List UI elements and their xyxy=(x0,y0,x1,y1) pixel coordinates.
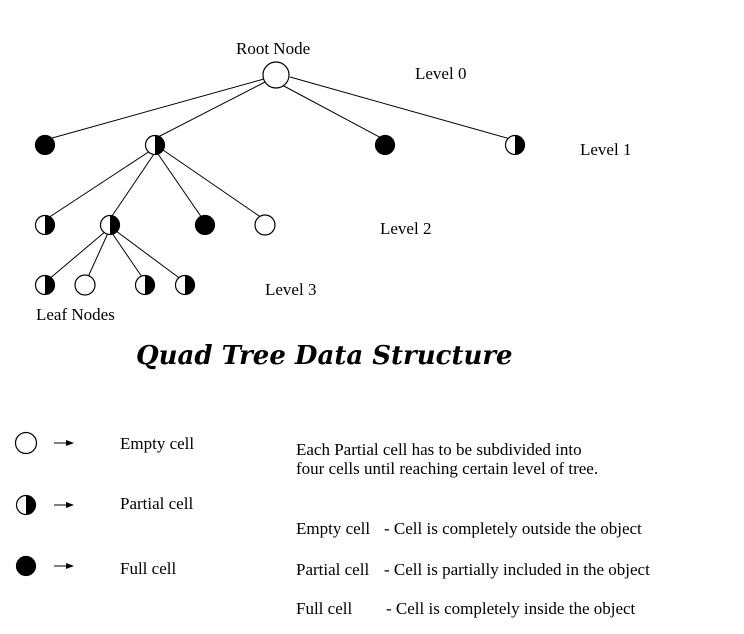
legend-full-label: Full cell xyxy=(120,559,176,578)
note-empty-term: Empty cell xyxy=(296,519,370,538)
legend-arrow-icon xyxy=(54,440,74,446)
edge-root-l1a xyxy=(44,78,265,141)
level2-node-partial-cell xyxy=(34,214,56,236)
legend-full-cell-icon xyxy=(15,555,37,577)
edge-l2-l3d xyxy=(115,230,183,281)
level2-node-full-cell xyxy=(194,214,216,236)
note-line-1: Each Partial cell has to be subdivided i… xyxy=(296,440,582,459)
note-line-2: four cells until reaching certain level … xyxy=(296,459,598,478)
note-empty-desc: - Cell is completely outside the object xyxy=(384,519,642,538)
edge-l1-l2c xyxy=(157,153,203,219)
legend: Empty cell Partial cell Full cell xyxy=(14,431,194,578)
note-full-term: Full cell xyxy=(296,599,352,618)
edge-l1-l2a xyxy=(47,150,151,219)
legend-partial-label: Partial cell xyxy=(120,494,193,513)
level2-node-empty-cell xyxy=(254,214,276,236)
note-full-desc: - Cell is completely inside the object xyxy=(386,599,636,618)
legend-empty-cell-icon xyxy=(14,431,38,455)
edge-l2-l3c xyxy=(111,232,143,278)
legend-empty-label: Empty cell xyxy=(120,434,194,453)
level-3-label: Level 3 xyxy=(265,280,316,299)
level3-node-partial-cell xyxy=(34,274,56,296)
diagram-title: Quad Tree Data Structure xyxy=(136,341,513,371)
note-partial-desc: - Cell is partially included in the obje… xyxy=(384,560,650,579)
level-1-label: Level 1 xyxy=(580,140,631,159)
level1-node-partial-cell-2 xyxy=(504,134,526,156)
edge-l2-l3b xyxy=(87,232,109,278)
level-0-label: Level 0 xyxy=(415,64,466,83)
level3-node-empty-cell xyxy=(74,274,96,296)
level3-node-partial-cell-2 xyxy=(134,274,156,296)
level-2-label: Level 2 xyxy=(380,219,431,238)
level1-node-full-cell xyxy=(34,134,56,156)
notes: Each Partial cell has to be subdivided i… xyxy=(296,440,650,618)
edge-l1-l2d xyxy=(162,149,263,219)
edge-root-l1b xyxy=(157,81,266,138)
legend-partial-cell-icon xyxy=(15,494,37,516)
level1-node-full-cell-2 xyxy=(374,134,396,156)
root-node-empty-cell xyxy=(262,61,290,89)
tree-edges xyxy=(44,76,515,281)
level2-node-partial-cell-2 xyxy=(99,214,121,236)
leaf-nodes-label: Leaf Nodes xyxy=(36,305,115,324)
edge-root-l1c xyxy=(281,84,386,141)
edge-root-l1d xyxy=(289,76,515,141)
legend-arrow-icon xyxy=(54,563,74,569)
legend-arrow-icon xyxy=(54,502,74,508)
root-node-label: Root Node xyxy=(236,39,310,58)
level1-node-partial-cell xyxy=(144,134,166,156)
note-partial-term: Partial cell xyxy=(296,560,369,579)
edge-l2-l3a xyxy=(47,230,107,281)
edge-l1-l2b xyxy=(111,153,155,217)
level3-node-partial-cell-3 xyxy=(174,274,196,296)
